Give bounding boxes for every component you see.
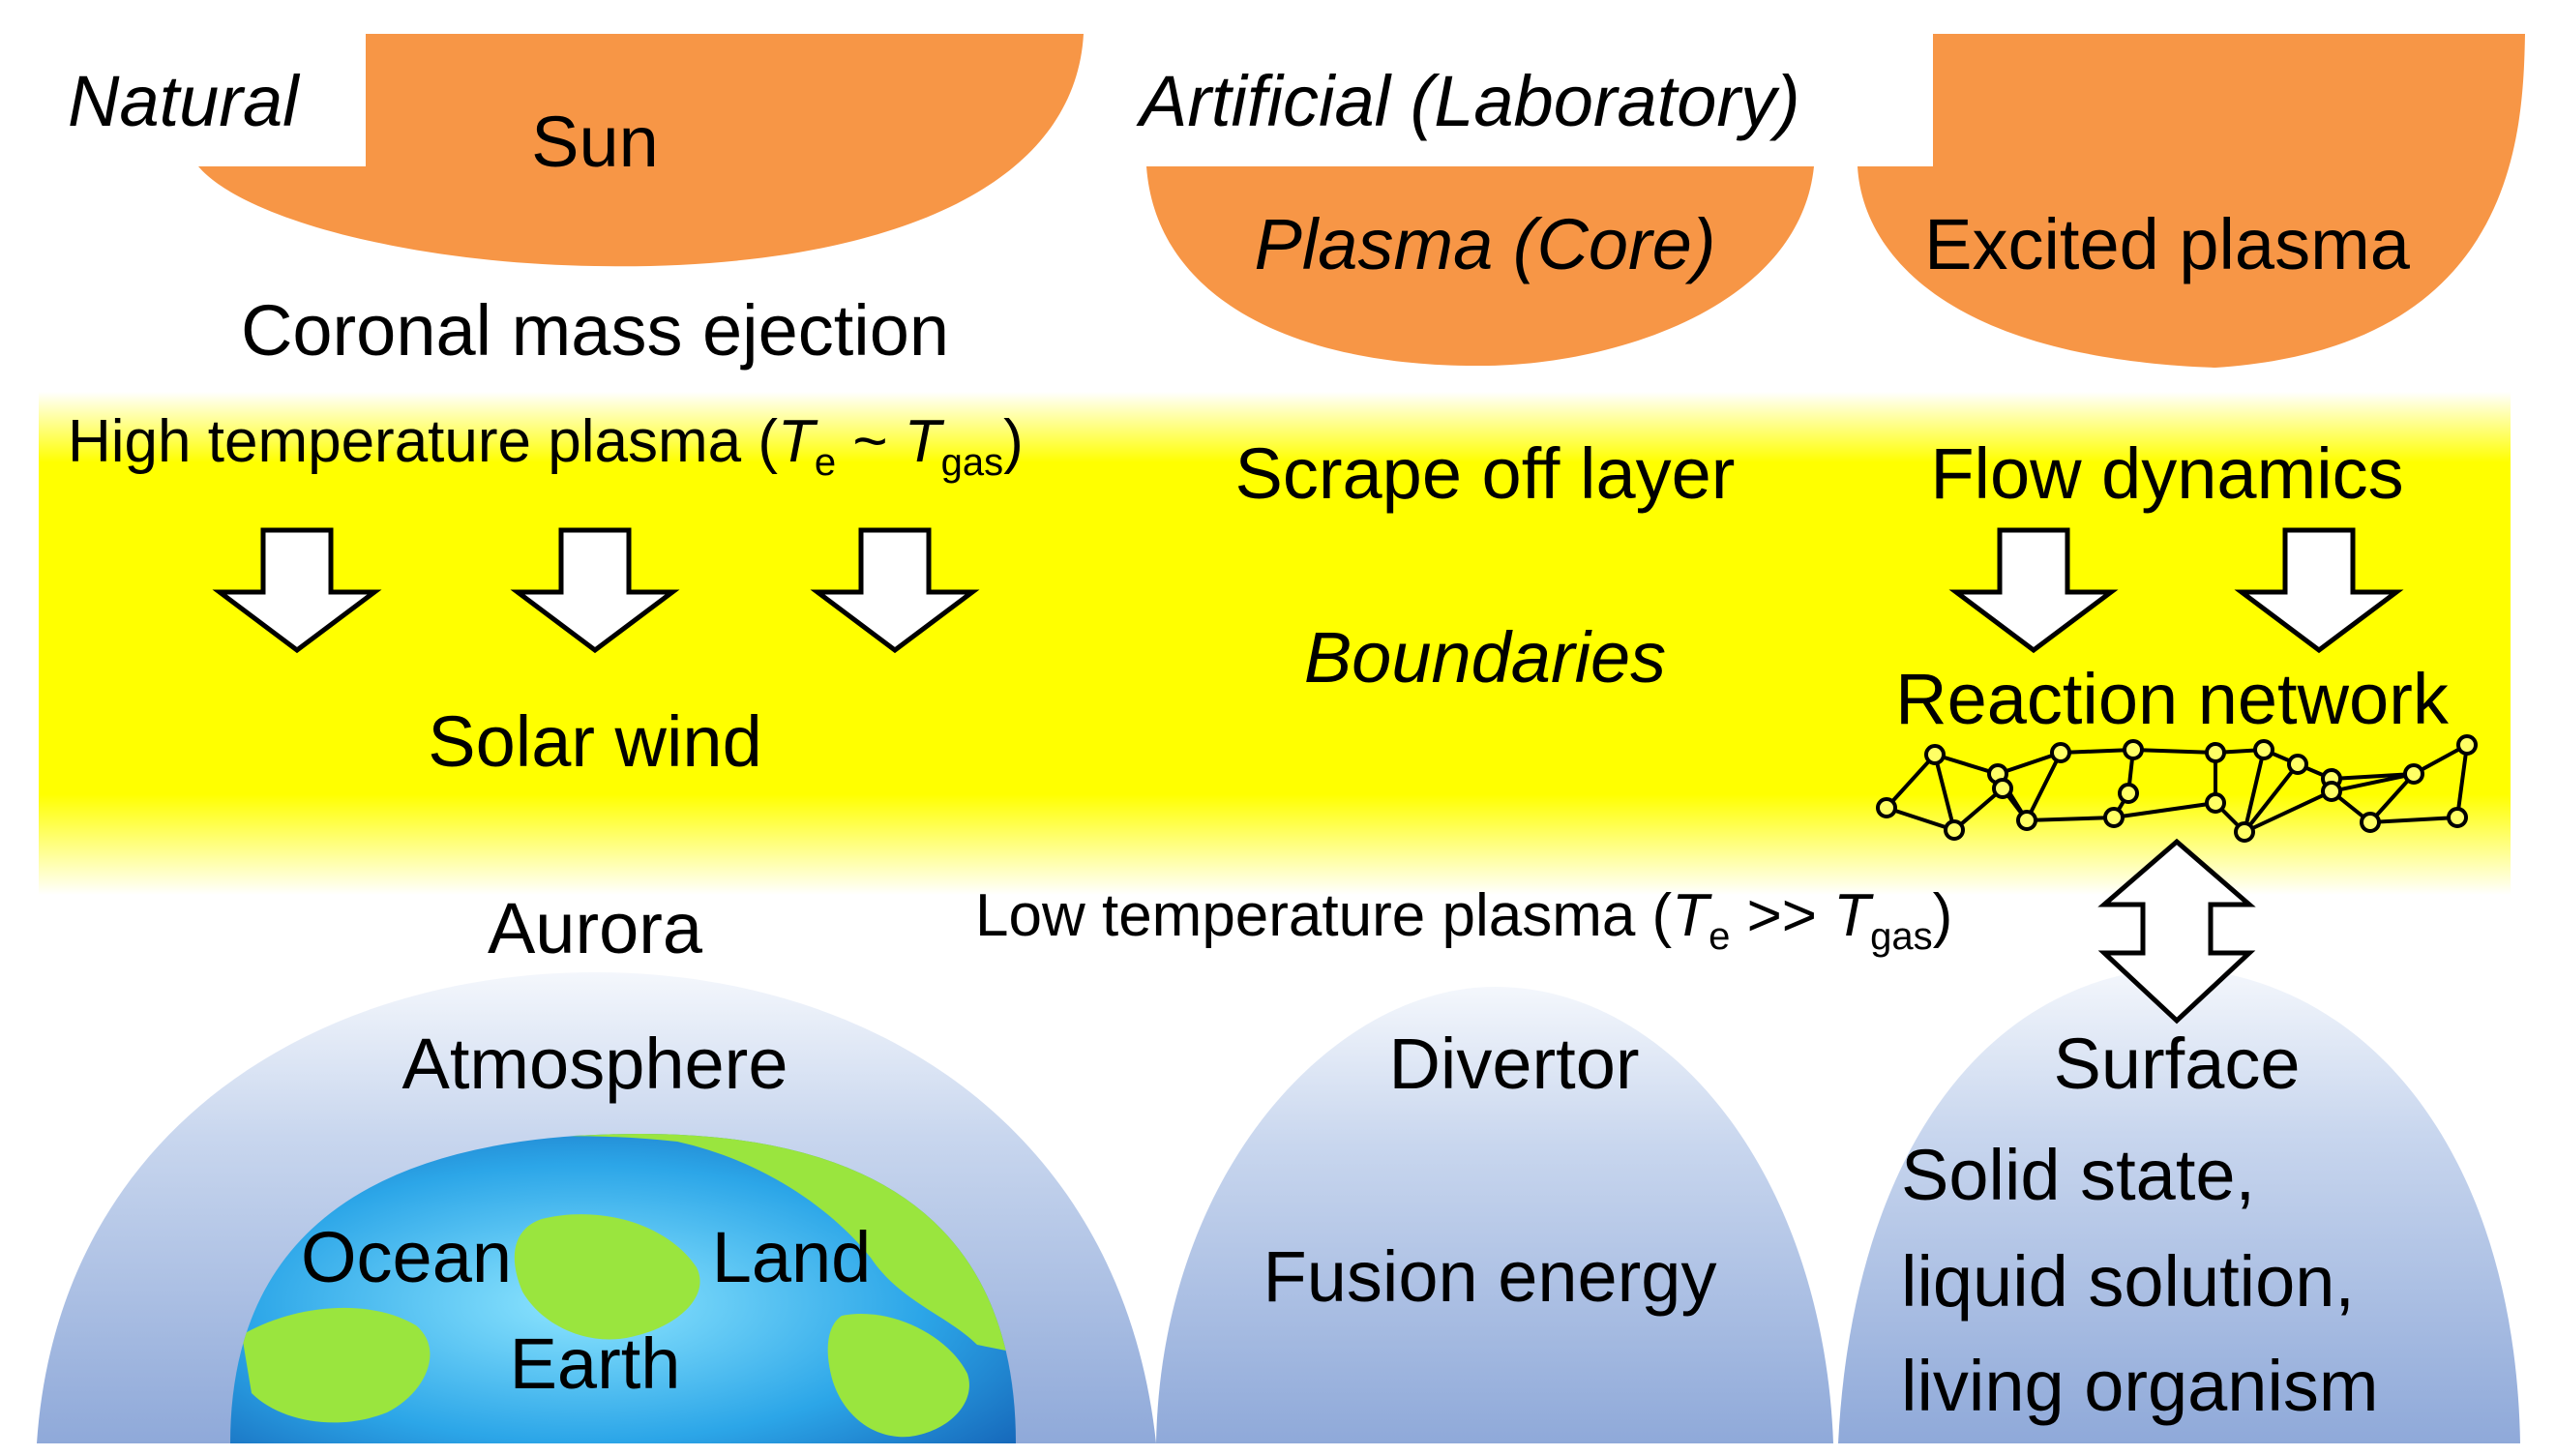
plasma-core-label: Plasma (Core) [1255, 204, 1716, 284]
land-mass-right [827, 1314, 969, 1438]
sun-label: Sun [531, 102, 659, 182]
fusion-energy-label: Fusion energy [1263, 1236, 1717, 1317]
scrape-off-layer-label: Scrape off layer [1235, 433, 1736, 514]
atmosphere-label: Atmosphere [402, 1024, 788, 1104]
down-arrow-3 [810, 527, 980, 654]
arrows-group [212, 527, 2404, 1025]
solar-wind-label: Solar wind [428, 701, 762, 782]
down-arrow-2 [510, 527, 680, 654]
land-mass-left [242, 1307, 431, 1423]
boundary-band [39, 392, 2511, 895]
reaction-network-label: Reaction network [1895, 659, 2450, 739]
artificial-label: Artificial (Laboratory) [1136, 61, 1800, 141]
down-arrow-4 [1948, 527, 2119, 654]
surface-dome [1838, 967, 2520, 1443]
high-temperature-label: High temperature plasma (Te ~ Tgas) [68, 408, 1024, 484]
low-temperature-label: Low temperature plasma (Te >> Tgas) [975, 882, 1952, 958]
flow-dynamics-label: Flow dynamics [1930, 433, 2403, 514]
natural-label: Natural [68, 61, 301, 141]
down-arrow-5 [2234, 527, 2404, 654]
boundaries-label: Boundaries [1304, 617, 1666, 698]
surface-example-liquid: liquid solution, [1901, 1241, 2355, 1322]
aurora-label: Aurora [488, 888, 703, 968]
network-nodes [1876, 734, 2478, 843]
excited-plasma-label: Excited plasma [1924, 204, 2411, 284]
double-arrow [2097, 838, 2256, 1025]
reaction-network-graph [1876, 734, 2478, 843]
plasma-core-shape [1146, 166, 1814, 367]
coronal-mass-ejection-label: Coronal mass ejection [241, 290, 949, 371]
earth-label: Earth [510, 1323, 681, 1404]
surface-example-solid: Solid state, [1901, 1135, 2255, 1215]
land-label: Land [712, 1217, 872, 1297]
sun-shape [198, 34, 1084, 267]
divertor-label: Divertor [1388, 1024, 1639, 1104]
excited-plasma-shape [1858, 34, 2525, 368]
divertor-dome [1156, 987, 1833, 1443]
surface-label: Surface [2053, 1024, 2300, 1104]
ocean-label: Ocean [301, 1217, 512, 1297]
land-mass-top [230, 1134, 1016, 1354]
land-mass-center [514, 1214, 700, 1340]
surface-example-living: living organism [1901, 1346, 2379, 1426]
down-arrow-1 [212, 527, 382, 654]
